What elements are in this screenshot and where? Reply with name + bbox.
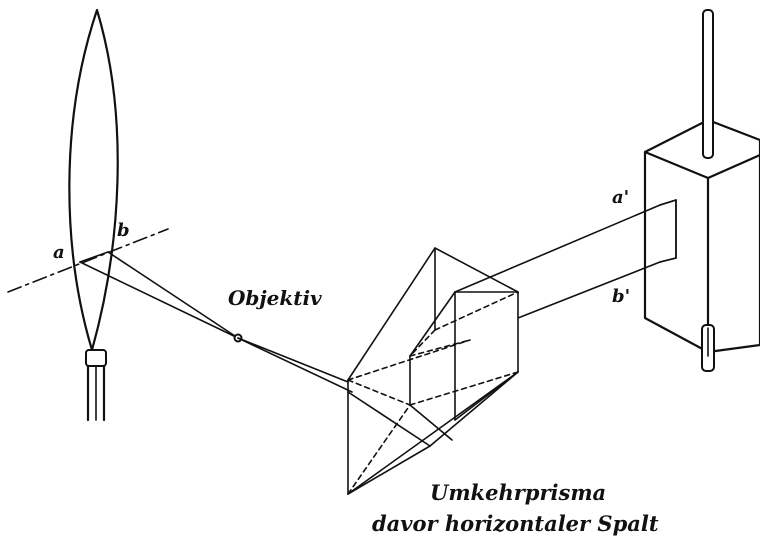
label-prism-line2: davor horizontaler Spalt: [372, 511, 659, 536]
ray-bundle-to-objective: [79, 251, 239, 339]
label-a: a: [53, 242, 65, 263]
label-prism-line1: Umkehrprisma: [430, 480, 606, 505]
ray-bundle-to-detector: [454, 199, 677, 319]
flame: [68, 8, 119, 367]
label-b-prime: b': [612, 286, 630, 307]
reversing-prism: [347, 247, 519, 495]
ray-bundle-to-prism: [237, 337, 353, 393]
label-objective: Objektiv: [228, 286, 322, 310]
horizontal-axis-line: [7, 228, 169, 293]
label-b: b: [117, 220, 130, 241]
label-a-prime: a': [612, 187, 629, 208]
detector-box: [643, 9, 760, 372]
burner-tube: [86, 364, 106, 422]
